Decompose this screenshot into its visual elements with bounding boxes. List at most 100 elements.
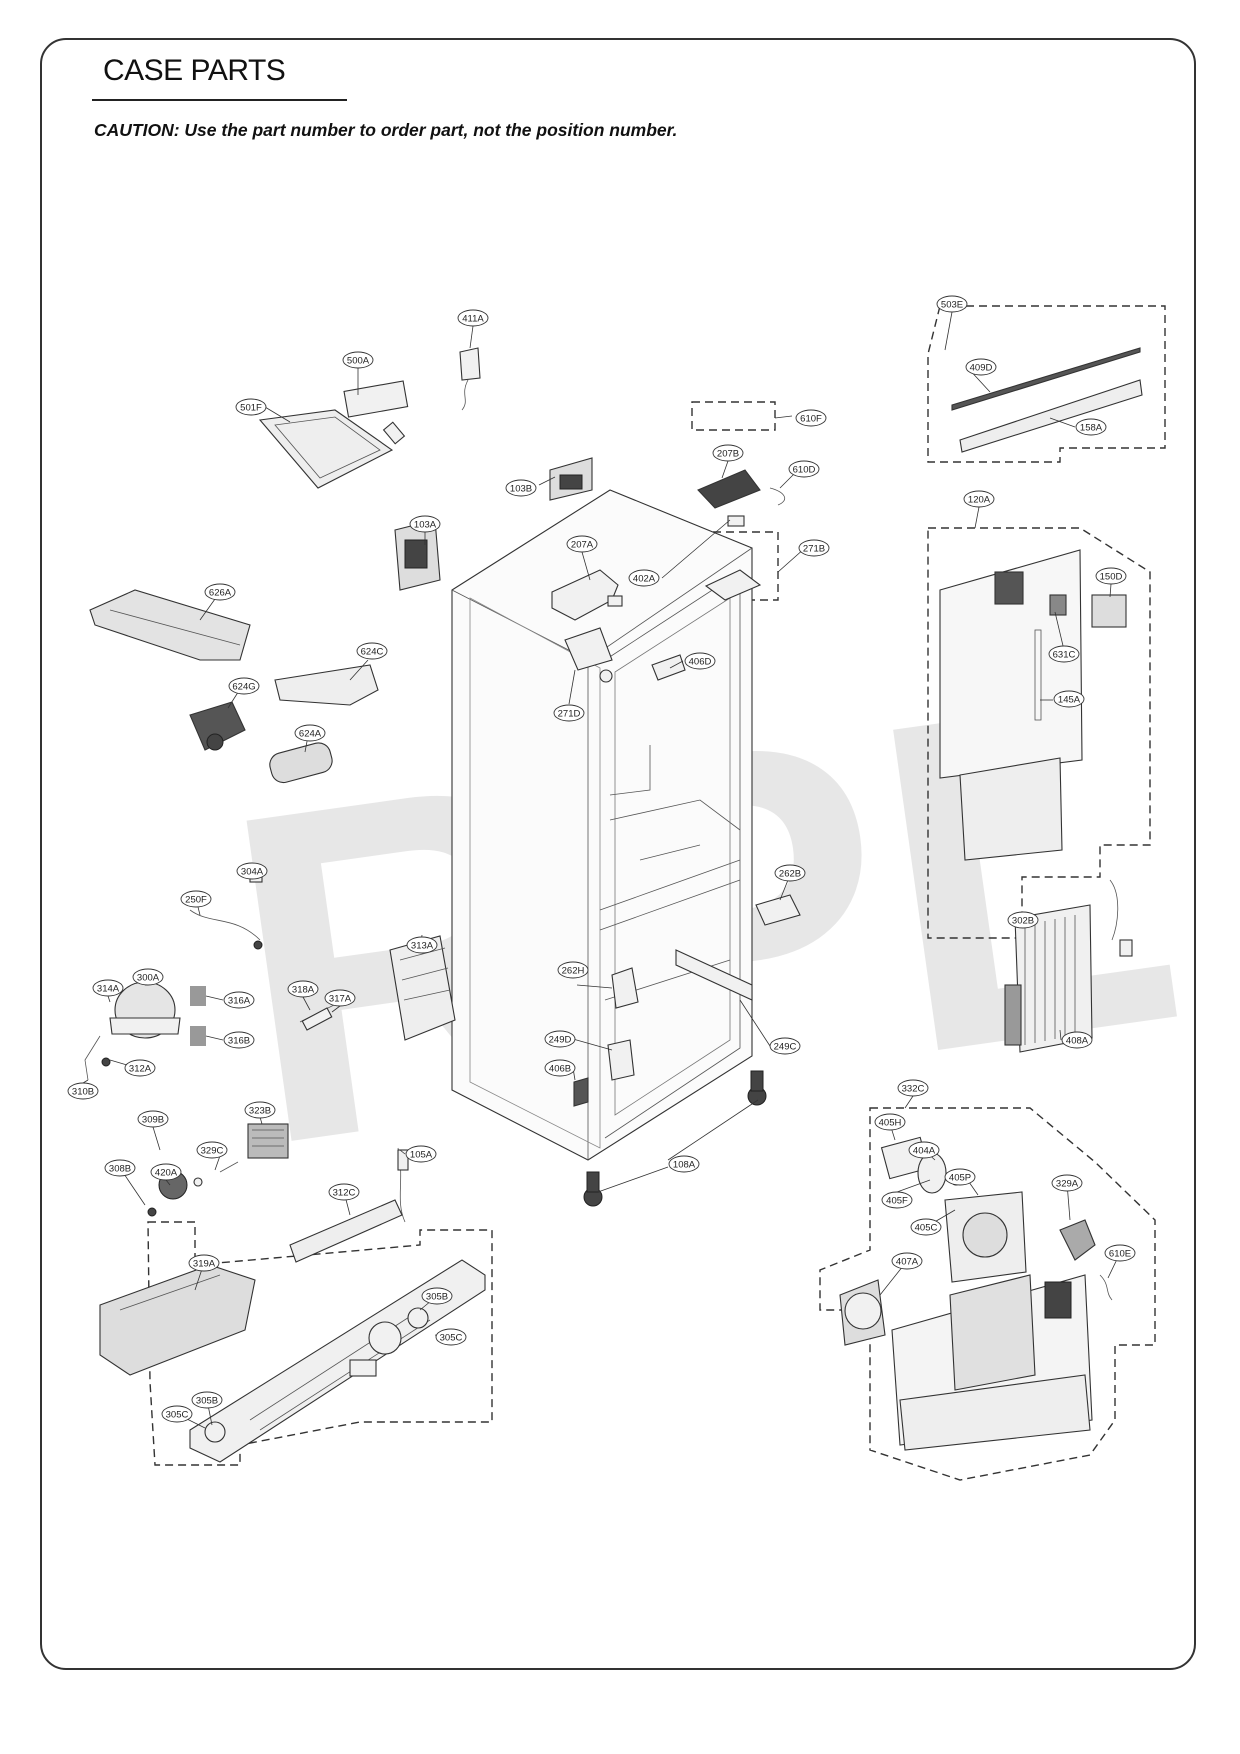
callout-271B: 271B	[798, 539, 830, 557]
callout-624G: 624G	[228, 677, 260, 695]
svg-text:312A: 312A	[129, 1064, 152, 1075]
page-title: CASE PARTS	[103, 54, 286, 87]
callout-408A: 408A	[1061, 1031, 1093, 1049]
svg-text:313A: 313A	[411, 941, 434, 952]
callout-317A: 317A	[324, 989, 356, 1007]
svg-text:207A: 207A	[571, 540, 594, 551]
callout-406D: 406D	[684, 652, 716, 670]
callout-405C: 405C	[910, 1218, 942, 1236]
page-frame	[40, 38, 1196, 1670]
caution-note: CAUTION: Use the part number to order pa…	[94, 120, 678, 140]
callout-312C: 312C	[328, 1183, 360, 1201]
svg-text:249C: 249C	[774, 1042, 797, 1053]
left-middle-parts	[84, 871, 456, 1223]
svg-text:323B: 323B	[249, 1106, 271, 1117]
svg-text:407A: 407A	[896, 1257, 919, 1268]
svg-text:405F: 405F	[886, 1196, 908, 1207]
svg-text:317A: 317A	[329, 994, 352, 1005]
svg-text:305B: 305B	[426, 1292, 448, 1303]
callout-610E: 610E	[1104, 1244, 1136, 1262]
callout-610F: 610F	[795, 409, 827, 427]
svg-text:329A: 329A	[1056, 1179, 1079, 1190]
svg-text:103A: 103A	[414, 520, 437, 531]
svg-text:316B: 316B	[228, 1036, 250, 1047]
svg-text:500A: 500A	[347, 356, 370, 367]
callout-305C: 305C	[435, 1328, 467, 1346]
svg-text:262B: 262B	[779, 869, 801, 880]
svg-text:624A: 624A	[299, 729, 322, 740]
svg-text:624C: 624C	[361, 647, 384, 658]
callout-304A: 304A	[236, 862, 268, 880]
callout-329C: 329C	[196, 1141, 228, 1159]
callout-329A: 329A	[1051, 1174, 1083, 1192]
callout-318A: 318A	[287, 980, 319, 998]
svg-text:308B: 308B	[109, 1164, 131, 1175]
svg-text:329C: 329C	[201, 1146, 224, 1157]
callout-108A: 108A	[668, 1155, 700, 1173]
callout-332C: 332C	[897, 1079, 929, 1097]
callout-262B: 262B	[774, 864, 806, 882]
svg-text:309B: 309B	[142, 1115, 164, 1126]
callout-250F: 250F	[180, 890, 212, 908]
svg-text:404A: 404A	[913, 1146, 936, 1157]
callout-409D: 409D	[965, 358, 997, 376]
svg-text:262H: 262H	[562, 966, 585, 977]
callout-323B: 323B	[244, 1101, 276, 1119]
callout-308B: 308B	[104, 1159, 136, 1177]
callout-249D: 249D	[544, 1030, 576, 1048]
part-callouts: 411A 500A 501F 610F 103B 207B 610D 103A …	[67, 295, 1136, 1423]
callout-305B: 305B	[421, 1287, 453, 1305]
svg-text:105A: 105A	[410, 1150, 433, 1161]
svg-text:271D: 271D	[558, 709, 581, 720]
callout-305B: 305B	[191, 1391, 223, 1409]
callout-420A: 420A	[150, 1163, 182, 1181]
callout-305C: 305C	[161, 1405, 193, 1423]
svg-text:300A: 300A	[137, 973, 160, 984]
svg-text:302B: 302B	[1012, 916, 1034, 927]
svg-text:319A: 319A	[193, 1259, 216, 1270]
svg-text:406D: 406D	[689, 657, 712, 668]
svg-text:249D: 249D	[549, 1035, 572, 1046]
svg-text:610D: 610D	[793, 465, 816, 476]
callout-103A: 103A	[409, 515, 441, 533]
svg-text:405C: 405C	[915, 1223, 938, 1234]
callout-271D: 271D	[553, 704, 585, 722]
right-parts	[939, 347, 1143, 1053]
svg-text:406B: 406B	[549, 1064, 571, 1075]
svg-text:312C: 312C	[333, 1188, 356, 1199]
svg-text:271B: 271B	[803, 544, 825, 555]
callout-262H: 262H	[557, 961, 589, 979]
top-left-parts	[89, 347, 481, 784]
callout-313A: 313A	[406, 936, 438, 954]
svg-text:501F: 501F	[240, 403, 262, 414]
callout-626A: 626A	[204, 583, 236, 601]
callout-158A: 158A	[1075, 418, 1107, 436]
callout-310B: 310B	[67, 1082, 99, 1100]
callout-145A: 145A	[1053, 690, 1085, 708]
callout-207A: 207A	[566, 535, 598, 553]
callout-405P: 405P	[944, 1168, 976, 1186]
fan-assembly	[839, 1136, 1113, 1451]
svg-text:503E: 503E	[941, 300, 963, 311]
callout-103B: 103B	[505, 479, 537, 497]
svg-text:405H: 405H	[879, 1118, 902, 1129]
svg-text:305C: 305C	[440, 1333, 463, 1344]
callout-207B: 207B	[712, 444, 744, 462]
callout-610D: 610D	[788, 460, 820, 478]
callout-249C: 249C	[769, 1037, 801, 1055]
callout-631C: 631C	[1048, 645, 1080, 663]
callout-120A: 120A	[963, 490, 995, 508]
svg-text:610F: 610F	[800, 414, 822, 425]
svg-text:402A: 402A	[633, 574, 656, 585]
svg-text:207B: 207B	[717, 449, 739, 460]
svg-text:250F: 250F	[185, 895, 207, 906]
svg-text:305B: 305B	[196, 1396, 218, 1407]
callout-316A: 316A	[223, 991, 255, 1009]
svg-text:103B: 103B	[510, 484, 532, 495]
callout-624C: 624C	[356, 642, 388, 660]
svg-text:420A: 420A	[155, 1168, 178, 1179]
svg-text:314A: 314A	[97, 984, 120, 995]
svg-text:332C: 332C	[902, 1084, 925, 1095]
callout-624A: 624A	[294, 724, 326, 742]
